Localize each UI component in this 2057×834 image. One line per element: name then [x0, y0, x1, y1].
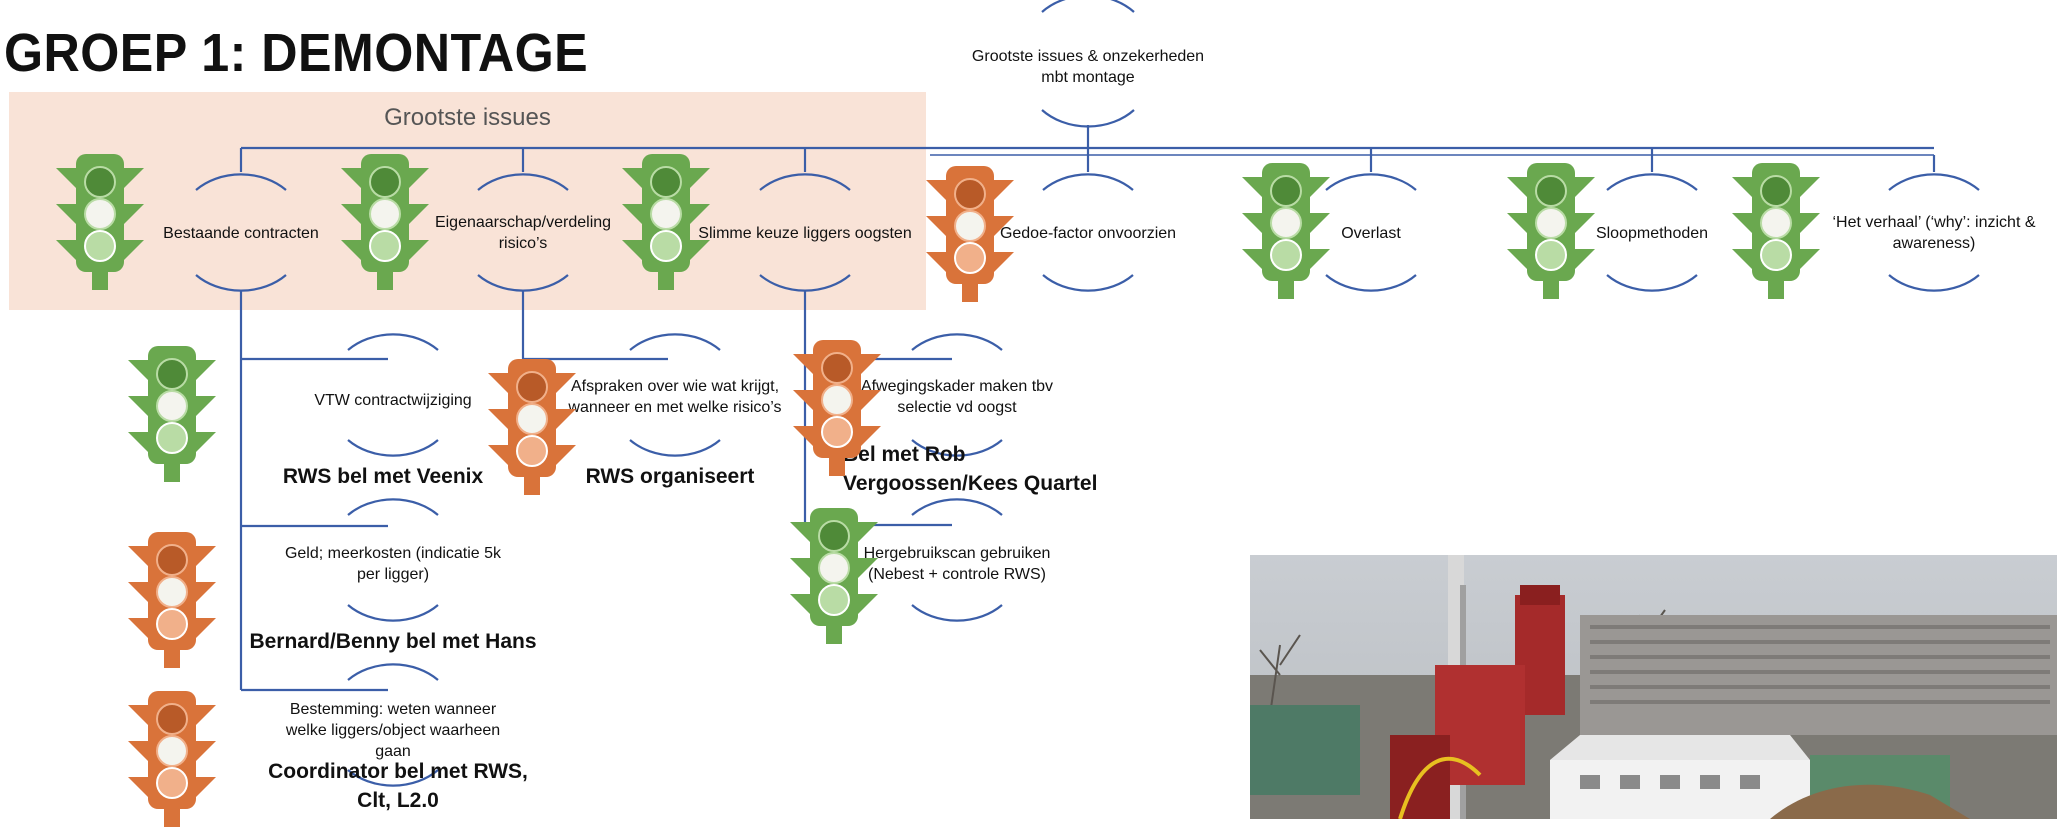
- traffic-light-green-icon: [128, 340, 216, 489]
- root-arc-bottom: [1041, 109, 1135, 128]
- action-label: Bernard/Benny bel met Hans: [249, 630, 537, 653]
- traffic-light-orange-icon: [128, 685, 216, 834]
- action-label: Bel met Rob Vergoossen/Kees Quartel: [843, 443, 1098, 495]
- traffic-light-green-icon: [341, 148, 429, 297]
- highlight-label: Grootste issues: [384, 104, 551, 131]
- action-label: RWS bel met Veenix: [282, 465, 484, 488]
- action-label: Coordinator bel met RWS, Clt, L2.0: [268, 760, 528, 812]
- subissue-node: VTW contractwijziging: [314, 391, 472, 409]
- traffic-light-green-icon: [1507, 157, 1595, 306]
- issues-highlight-area: [9, 92, 926, 310]
- issue-node: Gedoe-factor onvoorzien: [999, 224, 1177, 242]
- issue-node: Bestaande contracten: [163, 224, 319, 242]
- root-node: Grootste issues & onzekerheden mbt monta…: [971, 48, 1205, 86]
- sub-arcs: [347, 333, 1003, 787]
- traffic-light-green-icon: [56, 148, 144, 297]
- issue-node: Slimme keuze liggers oogsten: [698, 224, 912, 242]
- issue-node: Eigenaarschap/verdeling risico’s: [434, 214, 612, 252]
- traffic-light-green-icon: [1732, 157, 1820, 306]
- root-arc-top: [1041, 0, 1135, 13]
- traffic-light-green-icon: [1242, 157, 1330, 306]
- subissue-node: Afspraken over wie wat krijgt, wanneer e…: [568, 378, 782, 416]
- subissue-node: Bestemming: weten wanneer welke liggers/…: [285, 700, 501, 760]
- construction-site-photo: [1250, 555, 2057, 819]
- traffic-light-green-icon: [622, 148, 710, 297]
- issue-node: ‘Het verhaal’ (‘why’: inzicht & awarenes…: [1832, 214, 2036, 252]
- traffic-light-orange-icon: [488, 353, 576, 502]
- issue-node: Overlast: [1341, 224, 1401, 242]
- traffic-light-orange-icon: [793, 334, 881, 483]
- subissue-node: Hergebruikscan gebruiken (Nebest + contr…: [863, 545, 1051, 583]
- traffic-light-green-icon: [790, 502, 878, 651]
- page-title: GROEP 1: DEMONTAGE: [4, 23, 589, 83]
- traffic-light-orange-icon: [128, 526, 216, 675]
- traffic-light-orange-icon: [926, 160, 1014, 309]
- subissue-node: Geld; meerkosten (indicatie 5k per ligge…: [284, 545, 502, 583]
- subissue-node: Afwegingskader maken tbv selectie vd oog…: [860, 378, 1054, 416]
- issue-node: Sloopmethoden: [1595, 224, 1709, 242]
- action-label: RWS organiseert: [585, 465, 755, 488]
